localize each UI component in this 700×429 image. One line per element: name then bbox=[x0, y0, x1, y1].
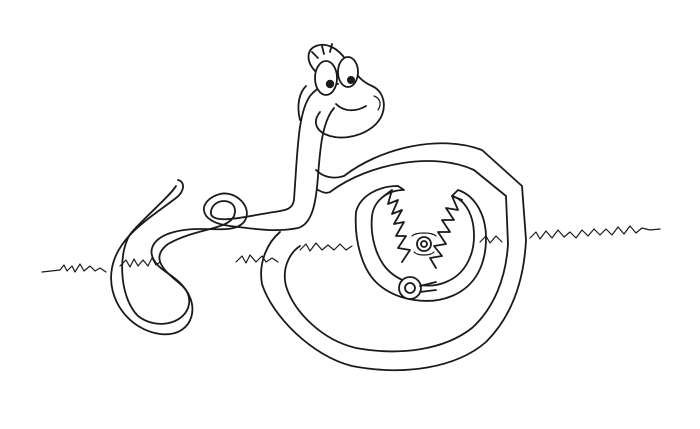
snake bbox=[110, 43, 527, 372]
trap-chain-ring-inner bbox=[404, 282, 416, 294]
trap-trigger-pin bbox=[420, 240, 428, 248]
left-eye bbox=[314, 60, 338, 96]
right-pupil bbox=[347, 76, 355, 84]
grass-line bbox=[41, 225, 661, 273]
bear-trap bbox=[354, 185, 487, 302]
left-pupil bbox=[325, 79, 335, 89]
